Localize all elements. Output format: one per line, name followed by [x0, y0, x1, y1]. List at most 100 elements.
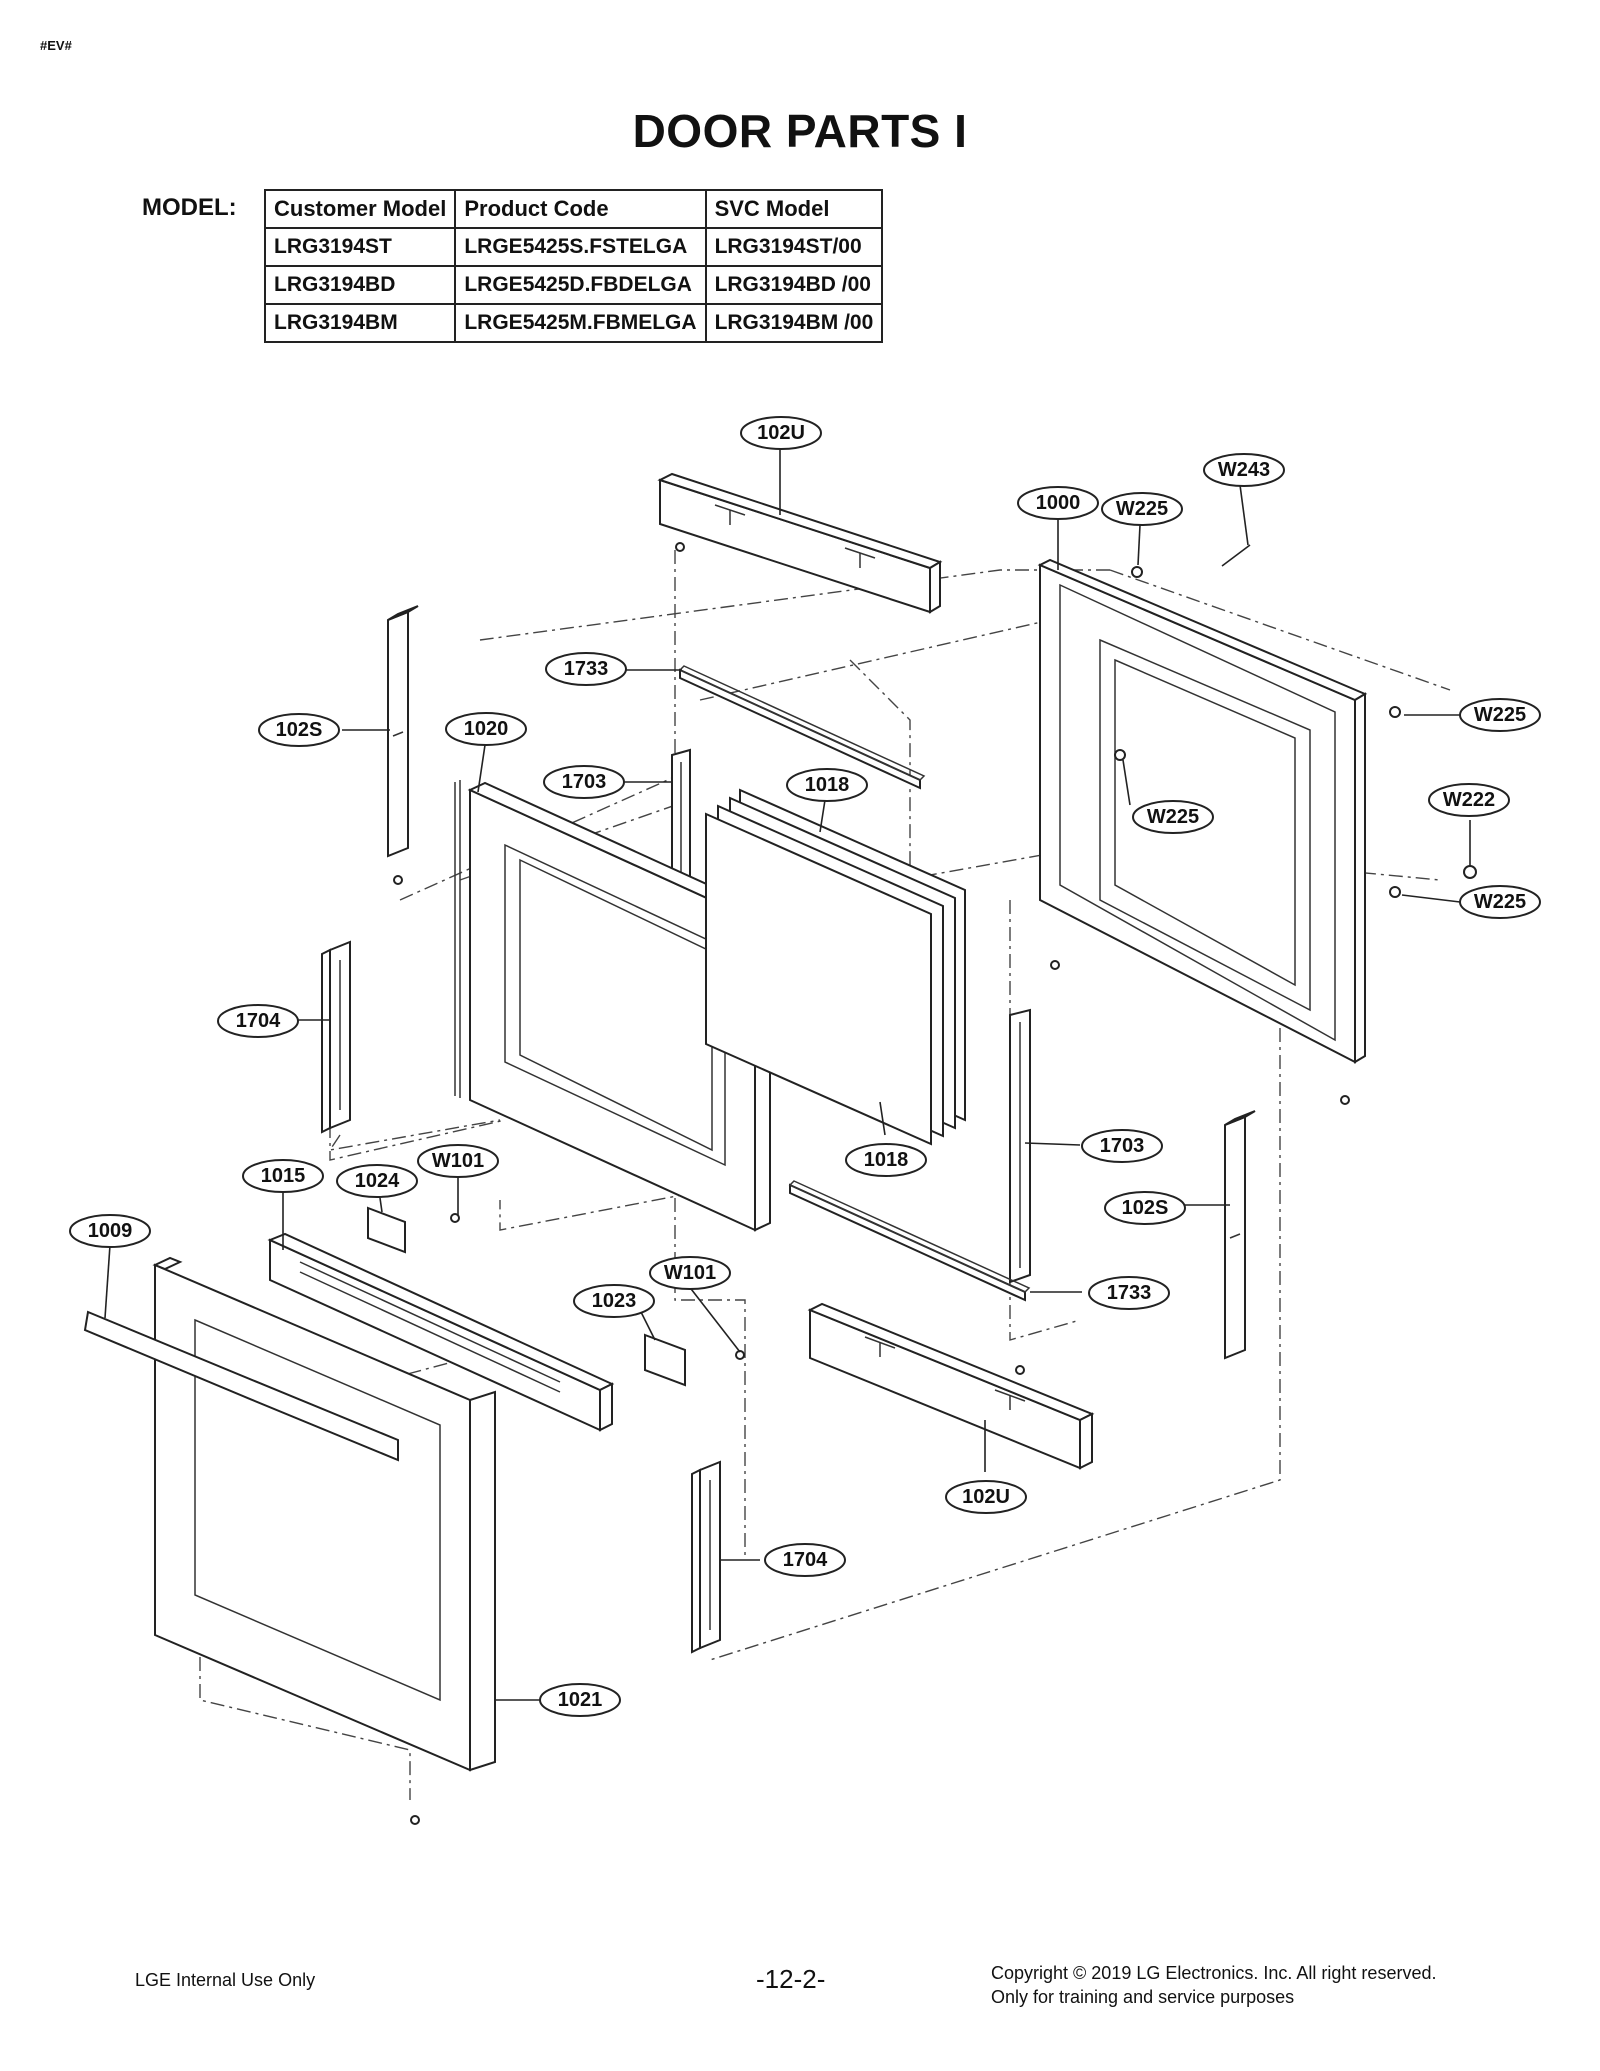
- callout-1020: 1020: [445, 712, 527, 746]
- callout-102u-bottom: 102U: [945, 1480, 1027, 1514]
- screw-icon: [410, 1815, 420, 1825]
- footer-copyright-line: Copyright © 2019 LG Electronics. Inc. Al…: [991, 1963, 1437, 1983]
- callout-label: 1000: [1036, 492, 1081, 514]
- cell-svc-model: LRG3194BD /00: [704, 265, 884, 305]
- callout-label: W225: [1147, 806, 1199, 828]
- washer-icon: [1389, 886, 1401, 898]
- cell-svc-model: LRG3194ST/00: [704, 227, 884, 267]
- screw-w222-icon: [1463, 865, 1477, 879]
- glass-1018: [705, 788, 966, 1146]
- screw-icon: [735, 1350, 745, 1360]
- cell-product-code: LRGE5425M.FBMELGA: [454, 303, 707, 343]
- callout-102u-top: 102U: [740, 416, 822, 450]
- callout-label: 1024: [355, 1170, 400, 1192]
- footer-training-line: Only for training and service purposes: [991, 1987, 1295, 2007]
- screw-icon: [1015, 1365, 1025, 1375]
- channel-1733-top: [678, 665, 926, 790]
- table-row: LRG3194BD LRGE5425D.FBDELGA LRG3194BD /0…: [263, 265, 884, 305]
- callout-label: 102U: [757, 422, 805, 444]
- callout-label: 1703: [1100, 1135, 1145, 1157]
- cell-customer-model: LRG3194ST: [263, 227, 457, 267]
- cell-svc-model: LRG3194BM /00: [704, 303, 884, 343]
- callout-label: 102S: [1122, 1197, 1169, 1219]
- callout-w225-top: W225: [1101, 492, 1183, 526]
- footer-page-number: -12-2-: [756, 1964, 826, 1994]
- callout-label: 1704: [236, 1010, 281, 1032]
- callout-label: 1018: [805, 774, 850, 796]
- callout-label: 1009: [88, 1220, 133, 1242]
- washer-icon: [1389, 706, 1401, 718]
- callout-1703-top: 1703: [543, 765, 625, 799]
- callout-label: W225: [1474, 891, 1526, 913]
- callout-102s-right: 102S: [1104, 1191, 1186, 1225]
- cell-customer-model: LRG3194BD: [263, 265, 457, 305]
- callout-label: W243: [1218, 459, 1270, 481]
- callout-label: 1015: [261, 1165, 306, 1187]
- callout-w225-right-1: W225: [1459, 698, 1541, 732]
- leader-lines: [104, 448, 1471, 1701]
- callout-w243: W243: [1203, 453, 1285, 487]
- trim-102u-top: [657, 472, 943, 614]
- page-title: DOOR PARTS I: [632, 105, 968, 157]
- callout-1704-left: 1704: [217, 1004, 299, 1038]
- washer-icon: [1131, 566, 1143, 578]
- model-label: MODEL:: [142, 194, 237, 221]
- callout-1009: 1009: [69, 1214, 151, 1248]
- callout-1733-bottom: 1733: [1088, 1276, 1170, 1310]
- footer-internal-use: LGE Internal Use Only: [135, 1970, 316, 1990]
- callout-1021: 1021: [539, 1683, 621, 1717]
- callout-label: 1021: [558, 1689, 603, 1711]
- callout-1704-bottom: 1704: [764, 1543, 846, 1577]
- hinge-1704-bottom: [691, 1460, 721, 1654]
- handle-1009: [83, 1310, 399, 1462]
- callout-label: W101: [664, 1262, 716, 1284]
- callout-1703-bottom: 1703: [1081, 1129, 1163, 1163]
- board-1024: [367, 1206, 406, 1254]
- header-svc-model: SVC Model: [704, 189, 884, 229]
- callout-1000: 1000: [1017, 486, 1099, 520]
- trim-102s-right: [1224, 1110, 1256, 1360]
- callout-1018-bottom: 1018: [845, 1143, 927, 1177]
- bracket-1015: [267, 1232, 615, 1432]
- callout-1018-top: 1018: [786, 768, 868, 802]
- callout-label: 1018: [864, 1149, 909, 1171]
- board-1023: [644, 1333, 686, 1387]
- callout-label: 1733: [564, 658, 609, 680]
- callout-w225-right-2: W225: [1459, 885, 1541, 919]
- callout-label: W225: [1474, 704, 1526, 726]
- callout-label: 1733: [1107, 1282, 1152, 1304]
- callout-label: 1023: [592, 1290, 637, 1312]
- model-table: Customer Model Product Code SVC Model LR…: [263, 189, 884, 343]
- cell-product-code: LRGE5425S.FSTELGA: [454, 227, 707, 267]
- callout-w225-mid: W225: [1132, 800, 1214, 834]
- trim-102u-bottom: [807, 1302, 1095, 1470]
- model-table-header-row: Customer Model Product Code SVC Model: [263, 189, 884, 229]
- callout-label: 102S: [276, 719, 323, 741]
- screw-icon: [1340, 1095, 1350, 1105]
- callout-w101-b: W101: [649, 1256, 731, 1290]
- washer-icon: [1114, 749, 1126, 761]
- callout-label: 1020: [464, 718, 509, 740]
- table-row: LRG3194BM LRGE5425M.FBMELGA LRG3194BM /0…: [263, 303, 884, 343]
- hinge-1704-left: [321, 940, 351, 1134]
- trim-102s-left: [387, 605, 419, 858]
- bracket-1703-bottom: [1009, 1008, 1031, 1284]
- screw-icon: [675, 542, 685, 552]
- footer-copyright: Copyright © 2019 LG Electronics. Inc. Al…: [991, 1961, 1436, 2009]
- callout-w101-a: W101: [417, 1144, 499, 1178]
- callout-label: 1704: [783, 1549, 828, 1571]
- door-frame-1020: [454, 780, 773, 1232]
- callout-label: W222: [1443, 789, 1495, 811]
- callout-102s-left: 102S: [258, 713, 340, 747]
- header-customer-model: Customer Model: [263, 189, 457, 229]
- fasteners: [393, 542, 1477, 1825]
- callout-1733-top: 1733: [545, 652, 627, 686]
- callout-label: W101: [432, 1150, 484, 1172]
- screw-icon: [450, 1213, 460, 1223]
- cell-product-code: LRGE5425D.FBDELGA: [454, 265, 707, 305]
- screw-icon: [1050, 960, 1060, 970]
- callout-label: 1703: [562, 771, 607, 793]
- cell-customer-model: LRG3194BM: [263, 303, 457, 343]
- callout-1024: 1024: [336, 1164, 418, 1198]
- callout-label: W225: [1116, 498, 1168, 520]
